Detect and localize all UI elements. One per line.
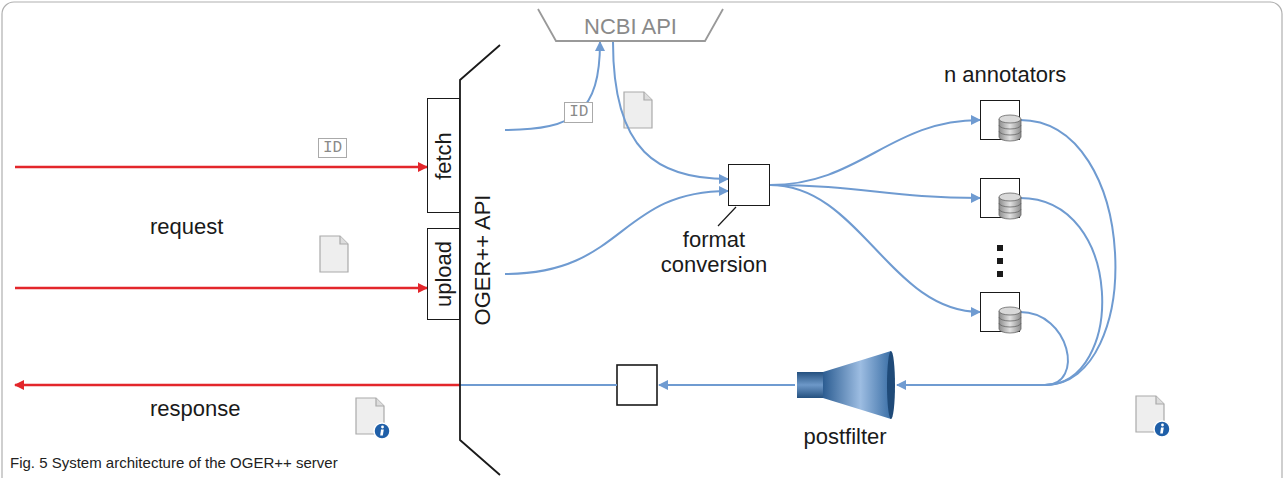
- info-document-icon: [1136, 396, 1170, 437]
- flow-connector: [770, 120, 980, 312]
- annotators-group: n annotators: [930, 62, 1080, 342]
- connector-line: [1020, 120, 1115, 385]
- document-icon: [624, 92, 652, 128]
- request-arrow: [15, 166, 427, 169]
- node-label: OGER++ API: [470, 195, 495, 326]
- connector-line: [460, 384, 617, 386]
- response-arrow: [15, 384, 460, 387]
- ellipsis-dot: [997, 245, 1003, 251]
- flow-connector: [460, 385, 795, 386]
- funnel-shape: [795, 350, 895, 420]
- node-label: format conversion: [649, 227, 779, 278]
- upload-box: upload: [427, 228, 460, 320]
- connector-line: [659, 384, 795, 386]
- connector-line: [770, 185, 980, 312]
- node-label: postfilter: [804, 424, 887, 449]
- document-icon: [320, 236, 348, 272]
- format-conversion-box: format conversion: [728, 164, 770, 206]
- ellipsis-dot: [997, 258, 1003, 264]
- figure-caption: Fig. 5 System architecture of the OGER++…: [10, 454, 338, 471]
- connector-line: [505, 42, 600, 130]
- ellipsis-dot: [997, 271, 1003, 277]
- connector-line: [1020, 312, 1068, 385]
- connector-line: [770, 120, 980, 185]
- flow-connector: [505, 42, 600, 130]
- node-label: n annotators: [944, 62, 1066, 87]
- postfilter-funnel: postfilter: [795, 350, 895, 450]
- request-label: request: [150, 214, 223, 239]
- node-label: fetch: [431, 132, 456, 180]
- id-tag: ID: [318, 138, 347, 158]
- database-icon: [998, 192, 1022, 220]
- fetch-box: fetch: [427, 98, 460, 213]
- database-icon: [998, 306, 1022, 334]
- connector-line: [1020, 198, 1102, 385]
- connector-line: [613, 42, 728, 179]
- format-conversion-box: [617, 365, 657, 405]
- node-label: upload: [431, 241, 456, 307]
- leader-line: [718, 207, 736, 226]
- info-document-icon: [356, 398, 390, 439]
- flow-connector: [613, 42, 728, 179]
- node-label: NCBI API: [584, 14, 677, 39]
- edge-label: ID: [564, 102, 593, 122]
- request-arrow: [15, 287, 427, 290]
- response-label: response: [150, 396, 241, 421]
- api-bracket: OGER++ API: [455, 42, 505, 478]
- flow-connector: [897, 120, 1115, 385]
- database-icon: [998, 114, 1022, 142]
- ncbi-api-trapezoid: NCBI API: [538, 8, 723, 42]
- connector-line: [897, 384, 1045, 386]
